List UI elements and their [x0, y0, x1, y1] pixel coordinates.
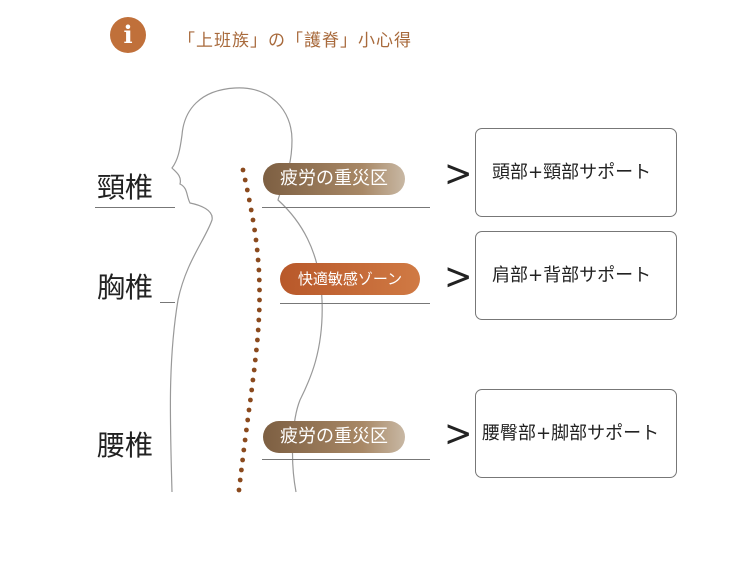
- spine-dot: [239, 467, 244, 473]
- spine-dot: [250, 377, 256, 383]
- label-lumbar: 腰椎: [97, 429, 154, 462]
- label-thoracic: 胸椎: [97, 271, 154, 304]
- chevron-right-icon: >: [444, 412, 473, 456]
- spine-dot: [255, 257, 261, 263]
- chevron-right-icon: >: [444, 255, 473, 299]
- spine-dot: [256, 267, 262, 273]
- zone-badge: 疲労の重災区: [263, 421, 405, 453]
- support-box-shoulder-back: 肩部+背部サポート: [475, 231, 677, 320]
- spine-dot: [240, 167, 246, 173]
- spine-dot: [246, 407, 252, 413]
- spine-dot: [254, 247, 260, 253]
- spine-dot: [256, 307, 262, 313]
- spine-dot: [240, 457, 246, 463]
- spine-dot: [256, 277, 262, 283]
- support-box-waist-legs: 腰臀部+脚部サポート: [475, 389, 677, 478]
- chevron-right-icon: >: [444, 152, 473, 196]
- spine-dot: [252, 357, 258, 363]
- spine-dot: [242, 437, 248, 443]
- info-icon: i: [110, 17, 146, 53]
- spine-dot: [244, 427, 249, 433]
- spine-dot: [251, 367, 257, 373]
- divider: [262, 459, 430, 460]
- spine-dot: [245, 417, 251, 423]
- zone-badge: 快適敏感ゾーン: [280, 263, 420, 295]
- spine-dot: [257, 297, 262, 303]
- spine-dot: [256, 317, 262, 323]
- spine-dot: [246, 197, 252, 203]
- spine-dot: [254, 347, 259, 353]
- spine-dot: [255, 327, 261, 333]
- spine-dot: [248, 207, 254, 213]
- spine-dot: [257, 287, 262, 293]
- divider: [262, 207, 430, 208]
- spine-dot: [255, 337, 260, 343]
- divider: [95, 207, 175, 208]
- zone-badge: 疲労の重災区: [263, 163, 405, 195]
- spine-dot: [250, 217, 256, 223]
- spine-dot: [252, 227, 257, 233]
- spine-dot: [248, 397, 253, 403]
- spine-dot: [241, 447, 247, 453]
- spine-dot: [249, 387, 255, 393]
- spine-dot: [242, 177, 248, 183]
- spine-dot: [244, 187, 250, 193]
- spine-dot: [237, 477, 243, 483]
- divider: [160, 302, 175, 303]
- label-cervical: 頸椎: [97, 171, 154, 204]
- divider: [280, 303, 430, 304]
- spine-dot: [253, 237, 259, 243]
- page-title: 「上班族」の「護脊」小心得: [178, 31, 412, 51]
- support-box-head-neck: 頭部+頸部サポート: [475, 128, 677, 217]
- spine-dot: [236, 487, 242, 493]
